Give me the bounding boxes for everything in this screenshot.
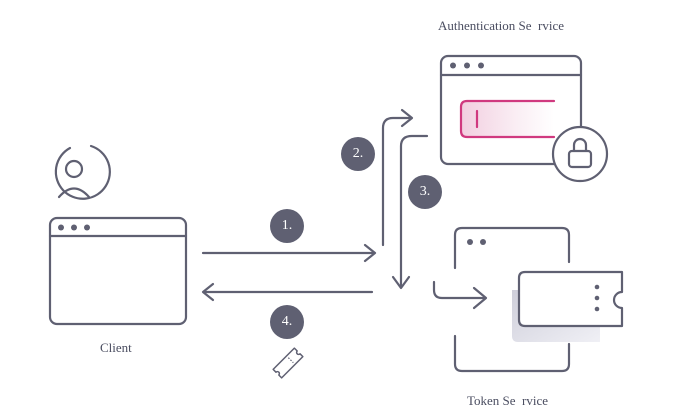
step-1-badge: 1. [270,209,304,243]
step-3-badge: 3. [408,175,442,209]
arrow-response-4 [201,282,374,302]
small-ticket-icon [272,347,304,379]
client-window-dots [58,224,90,231]
token-window-dots [467,239,486,245]
step-2-badge: 2. [341,137,375,171]
client-label: Client [100,340,132,355]
client-window [48,216,188,326]
arrow-request-1 [201,243,377,263]
password-field-icon [459,99,556,139]
auth-service-label: Authentication Se rvice [438,18,564,33]
step-4-badge: 4. [270,305,304,339]
token-service-frame [453,226,571,373]
lock-icon [551,125,609,183]
auth-service-window [439,54,583,166]
arrow-down-3 [391,134,429,290]
token-service-label: Token Se rvice [467,393,549,408]
auth-window-dots [450,62,484,69]
arrow-forward-2 [381,108,414,247]
user-avatar-icon [54,144,111,200]
token-ticket-icon [512,270,624,342]
token-inbound-arrow [432,280,488,310]
